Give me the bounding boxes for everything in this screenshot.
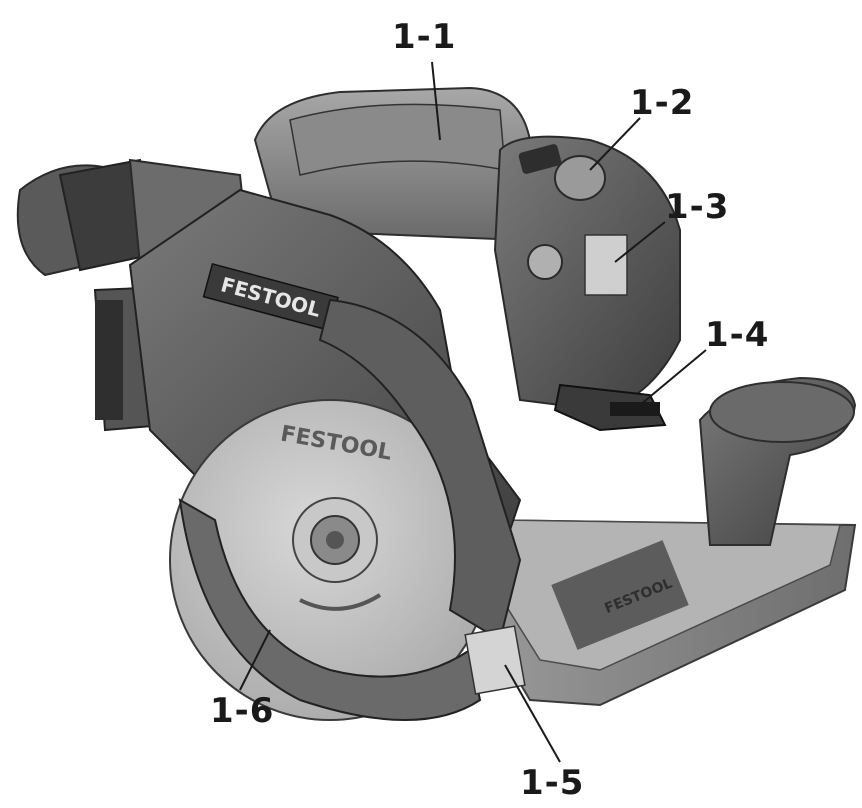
indicator-panel (584, 234, 628, 296)
lower-guard (178, 498, 482, 721)
leader-1-4 (639, 349, 707, 406)
blade-arbor (326, 531, 344, 549)
depth-scale (464, 625, 526, 695)
leader-1-5 (504, 664, 561, 763)
switch-slider (518, 144, 562, 174)
callout-1-6: 1-6 (210, 691, 275, 731)
battery-grip (95, 300, 123, 420)
leader-1-6 (239, 629, 271, 691)
front-handle-top (709, 381, 855, 443)
callout-1-5: 1-5 (520, 763, 585, 803)
callout-1-3: 1-3 (665, 187, 730, 227)
lever-tab (610, 402, 660, 416)
side-lamp (527, 244, 563, 280)
leader-1-1 (431, 61, 441, 141)
base-rail-slot (551, 540, 689, 650)
leader-1-3 (614, 221, 666, 263)
callout-1-1: 1-1 (392, 17, 457, 57)
blade-direction-arrow (299, 593, 382, 611)
callout-1-4: 1-4 (705, 315, 770, 355)
leader-1-2 (589, 117, 641, 171)
callout-1-2: 1-2 (630, 83, 695, 123)
blade-guard (318, 298, 522, 642)
